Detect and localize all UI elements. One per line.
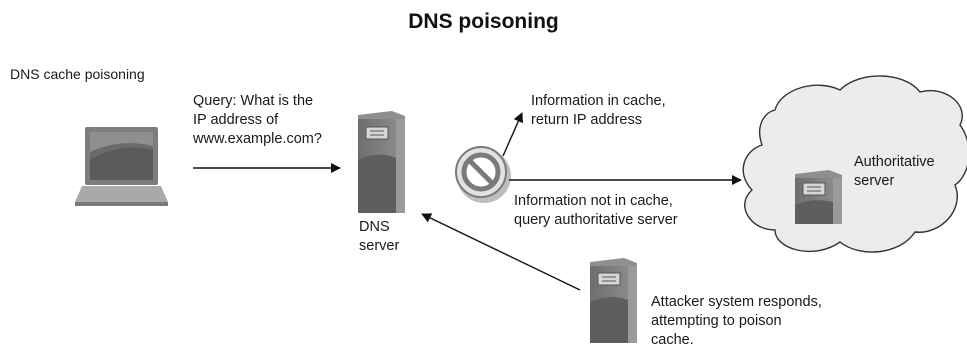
in-cache-label-line: return IP address xyxy=(531,112,642,128)
query-label: Query: What is the IP address of www.exa… xyxy=(193,92,322,149)
not-in-cache-label-line: query authoritative server xyxy=(514,212,678,228)
attacker-label: Attacker system responds, attempting to … xyxy=(651,293,822,350)
attacker-server-icon xyxy=(590,258,637,343)
diagram-title: DNS poisoning xyxy=(408,10,559,33)
dns-server-label: DNS server xyxy=(359,218,399,256)
dns-server-label-line: server xyxy=(359,238,400,254)
authoritative-server-label-line: server xyxy=(854,173,895,189)
authoritative-server-label-line: Authoritative xyxy=(854,154,935,170)
blocked-icon xyxy=(455,146,511,203)
dns-server-label-line: DNS xyxy=(359,219,390,235)
diagram-subtitle: DNS cache poisoning xyxy=(10,66,145,82)
authoritative-server-icon xyxy=(795,170,842,224)
in-cache-label: Information in cache, return IP address xyxy=(531,92,666,130)
attacker-response-arrow xyxy=(421,213,581,291)
dns-server-icon xyxy=(358,111,405,213)
in-cache-arrow xyxy=(502,112,523,157)
query-label-line: www.example.com? xyxy=(193,131,322,147)
not-in-cache-label-line: Information not in cache, xyxy=(514,193,673,209)
in-cache-label-line: Information in cache, xyxy=(531,93,666,109)
attacker-label-line: Attacker system responds, xyxy=(651,294,822,310)
not-in-cache-label: Information not in cache, query authorit… xyxy=(514,192,678,230)
query-label-line: IP address of xyxy=(193,112,279,128)
attacker-label-line: cache. xyxy=(651,332,694,348)
attacker-label-line: attempting to poison xyxy=(651,313,782,329)
laptop-icon xyxy=(75,127,168,206)
query-label-line: Query: What is the xyxy=(193,93,314,109)
authoritative-server-label: Authoritative server xyxy=(854,153,935,191)
